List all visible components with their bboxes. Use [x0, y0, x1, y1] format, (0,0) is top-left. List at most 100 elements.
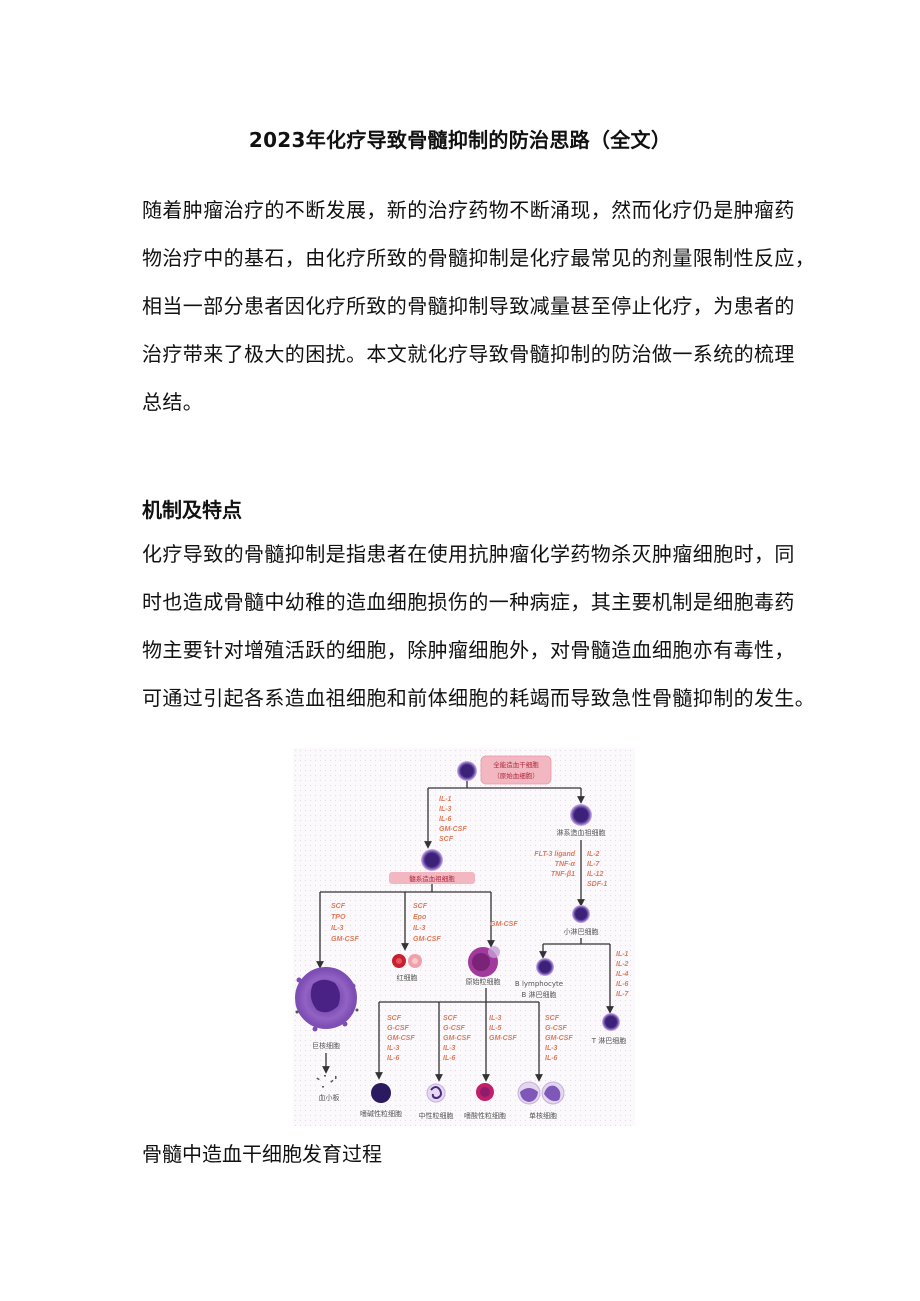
factors-lymphoid-left: FLT-3 ligand TNF-α TNF-β1 [534, 851, 575, 878]
monocyte-cells: 单核细胞 [517, 1081, 565, 1120]
svg-text:中性粒细胞: 中性粒细胞 [419, 1111, 454, 1120]
svg-text:血小板: 血小板 [319, 1093, 340, 1102]
text-line: 相当一部分患者因化疗所致的骨髓抑制导致减量甚至停止化疗，为患者的 [142, 294, 795, 318]
svg-text:IL-3: IL-3 [489, 1015, 502, 1022]
svg-text:SCF: SCF [443, 1015, 458, 1022]
svg-text:TPO: TPO [331, 914, 346, 921]
svg-text:原始粒细胞: 原始粒细胞 [466, 977, 501, 986]
svg-text:TNF-β1: TNF-β1 [551, 871, 575, 878]
factors-eosinophil: IL-3 IL-5 GM-CSF [489, 1015, 517, 1042]
stem-cell-label-box: 全能造血干细胞 （原始血细胞） [480, 755, 552, 785]
factors-megakaryocyte: SCF TPO IL-3 GM-CSF [331, 903, 359, 943]
text-line: 可通过引起各系造血祖细胞和前体细胞的耗竭而导致急性骨髓抑制的发生。 [142, 686, 816, 710]
svg-text:GM-CSF: GM-CSF [489, 1035, 517, 1042]
svg-text:SCF: SCF [331, 903, 346, 910]
svg-text:GM-CSF: GM-CSF [490, 921, 518, 928]
svg-text:GM-CSF: GM-CSF [439, 826, 467, 833]
svg-text:IL-6: IL-6 [545, 1055, 558, 1062]
svg-text:FLT-3 ligand: FLT-3 ligand [534, 851, 575, 858]
svg-text:IL-6: IL-6 [616, 981, 629, 988]
svg-text:SCF: SCF [439, 836, 454, 843]
text-line: 化疗导致的骨髓抑制是指患者在使用抗肿瘤化学药物杀灭肿瘤细胞时，同 [142, 542, 795, 566]
factors-monocyte: SCF G-CSF GM-CSF IL-3 IL-6 [545, 1015, 573, 1062]
svg-text:SCF: SCF [545, 1015, 560, 1022]
svg-text:嗜酸性粒细胞: 嗜酸性粒细胞 [464, 1111, 506, 1120]
svg-text:巨核细胞: 巨核细胞 [312, 1041, 340, 1050]
text-line: 随着肿瘤治疗的不断发展，新的治疗药物不断涌现，然而化疗仍是肿瘤药 [142, 198, 795, 222]
svg-text:Epo: Epo [413, 914, 427, 921]
svg-text:嗜碱性粒细胞: 嗜碱性粒细胞 [360, 1109, 402, 1118]
factors-erythrocyte: SCF Epo IL-3 GM-CSF [413, 903, 441, 943]
svg-text:GM-CSF: GM-CSF [331, 936, 359, 943]
svg-text:T 淋巴细胞: T 淋巴细胞 [591, 1036, 627, 1045]
svg-text:G-CSF: G-CSF [443, 1025, 466, 1032]
eosinophil-cell: 嗜酸性粒细胞 [464, 1083, 506, 1120]
text-line: 治疗带来了极大的困扰。本文就化疗导致骨髓抑制的防治做一系统的梳理 [142, 342, 795, 366]
factors-myeloblast: GM-CSF [490, 921, 518, 928]
svg-text:髓系造血祖细胞: 髓系造血祖细胞 [409, 874, 455, 883]
section-heading: 机制及特点 [142, 498, 242, 522]
factors-stem-to-myeloid: IL-1 IL-3 IL-6 GM-CSF SCF [439, 796, 467, 843]
svg-text:GM-CSF: GM-CSF [545, 1035, 573, 1042]
neutrophil-cell: 中性粒细胞 [419, 1083, 454, 1120]
svg-text:红细胞: 红细胞 [397, 973, 418, 982]
stem-cell [457, 761, 477, 781]
factors-lymphoid-right: IL-2 IL-7 IL-12 SDF-1 [587, 851, 607, 888]
svg-text:单核细胞: 单核细胞 [529, 1111, 557, 1120]
figure-caption: 骨髓中造血干细胞发育过程 [142, 1142, 382, 1166]
svg-text:B 淋巴细胞: B 淋巴细胞 [521, 990, 556, 999]
intro-paragraph: 随着肿瘤治疗的不断发展，新的治疗药物不断涌现，然而化疗仍是肿瘤药 物治疗中的基石… [142, 186, 816, 426]
t-lymphocyte-cell: T 淋巴细胞 [591, 1013, 627, 1045]
b-lymphocyte-cell: B lymphocyte B 淋巴细胞 [515, 958, 563, 999]
svg-text:IL-6: IL-6 [439, 816, 452, 823]
factors-t-cell: IL-1 IL-2 IL-4 IL-6 IL-7 [616, 951, 630, 998]
svg-text:IL-3: IL-3 [439, 806, 452, 813]
factors-neutrophil: SCF G-CSF GM-CSF IL-3 IL-6 [443, 1015, 471, 1062]
basophil-cell: 嗜碱性粒细胞 [360, 1083, 402, 1118]
svg-text:IL-12: IL-12 [587, 871, 603, 878]
svg-text:IL-3: IL-3 [331, 925, 344, 932]
svg-text:B lymphocyte: B lymphocyte [515, 980, 563, 988]
svg-text:GM-CSF: GM-CSF [443, 1035, 471, 1042]
section-paragraph: 化疗导致的骨髓抑制是指患者在使用抗肿瘤化学药物杀灭肿瘤细胞时，同 时也造成骨髓中… [142, 530, 816, 722]
svg-text:SCF: SCF [413, 903, 428, 910]
svg-text:IL-3: IL-3 [545, 1045, 558, 1052]
lymphoid-progenitor-cell: 淋系造血祖细胞 [557, 804, 606, 837]
svg-text:SCF: SCF [387, 1015, 402, 1022]
myeloid-progenitor-cell: 髓系造血祖细胞 [389, 849, 475, 884]
svg-text:小淋巴细胞: 小淋巴细胞 [564, 927, 599, 936]
factors-basophil: SCF G-CSF GM-CSF IL-3 IL-6 [387, 1015, 415, 1062]
svg-text:IL-4: IL-4 [616, 971, 629, 978]
svg-text:IL-6: IL-6 [443, 1055, 456, 1062]
svg-text:IL-1: IL-1 [616, 951, 629, 958]
text-line: 总结。 [142, 390, 204, 414]
stem-cell-label-2: （原始血细胞） [493, 771, 539, 780]
svg-text:SDF-1: SDF-1 [587, 881, 607, 888]
svg-text:淋系造血祖细胞: 淋系造血祖细胞 [557, 828, 606, 837]
myeloblast-cell: 原始粒细胞 [466, 946, 501, 986]
svg-text:IL-1: IL-1 [439, 796, 452, 803]
svg-text:IL-7: IL-7 [587, 861, 601, 868]
svg-text:G-CSF: G-CSF [545, 1025, 568, 1032]
text-line: 物治疗中的基石，由化疗所致的骨髓抑制是化疗最常见的剂量限制性反应， [142, 246, 816, 270]
document-title: 2023年化疗导致骨髓抑制的防治思路（全文） [248, 128, 672, 152]
svg-text:TNF-α: TNF-α [555, 861, 576, 868]
svg-text:IL-3: IL-3 [443, 1045, 456, 1052]
text-line: 物主要针对增殖活跃的细胞，除肿瘤细胞外，对骨髓造血细胞亦有毒性， [142, 638, 795, 662]
svg-text:IL-5: IL-5 [489, 1025, 502, 1032]
svg-text:IL-3: IL-3 [387, 1045, 400, 1052]
small-lymphocyte-cell: 小淋巴细胞 [564, 905, 599, 936]
svg-text:IL-2: IL-2 [616, 961, 629, 968]
erythrocyte-cells: 红细胞 [392, 954, 422, 982]
svg-text:G-CSF: G-CSF [387, 1025, 410, 1032]
svg-text:GM-CSF: GM-CSF [387, 1035, 415, 1042]
svg-text:GM-CSF: GM-CSF [413, 936, 441, 943]
svg-text:IL-2: IL-2 [587, 851, 600, 858]
stem-cell-label-1: 全能造血干细胞 [493, 760, 539, 769]
svg-text:IL-3: IL-3 [413, 925, 426, 932]
text-line: 时也造成骨髓中幼稚的造血细胞损伤的一种病症，其主要机制是细胞毒药 [142, 590, 795, 614]
svg-text:IL-6: IL-6 [387, 1055, 400, 1062]
megakaryocyte-cell: 巨核细胞 [295, 967, 359, 1050]
platelets: 血小板 [316, 1075, 340, 1102]
hematopoiesis-diagram: 全能造血干细胞 （原始血细胞） IL-1 IL-3 IL-6 GM-CSF SC… [293, 748, 635, 1126]
